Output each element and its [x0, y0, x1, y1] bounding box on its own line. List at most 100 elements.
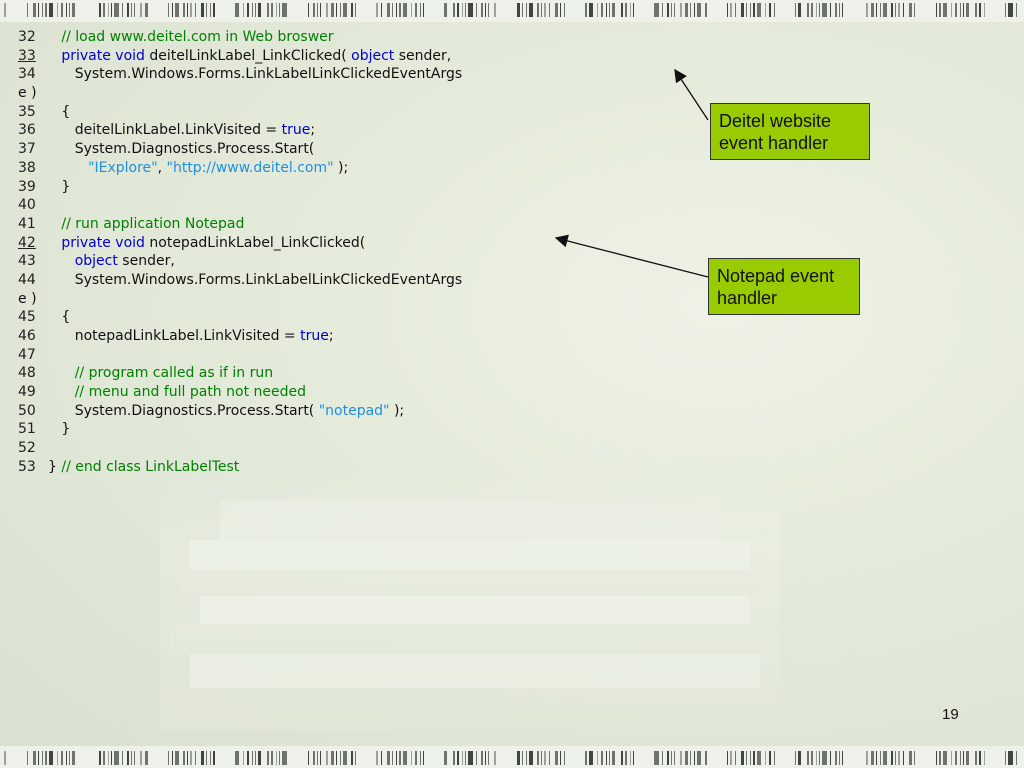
line-number: 50	[18, 402, 36, 419]
code-token: }	[48, 178, 71, 195]
code-text: // run application Notepad	[48, 215, 244, 234]
code-line: 34 System.Windows.Forms.LinkLabelLinkCli…	[18, 65, 658, 84]
code-keyword: private void	[61, 47, 145, 64]
line-number: 42	[18, 234, 36, 251]
code-line: 45 {	[18, 308, 658, 327]
code-line: 51 }	[18, 420, 658, 439]
code-token: ,	[157, 159, 167, 176]
code-text: }	[48, 178, 70, 197]
code-line: e )	[18, 290, 658, 309]
code-token: notepadLinkLabel_LinkClicked(	[144, 234, 366, 251]
code-line: 38 "IExplore", "http://www.deitel.com" )…	[18, 159, 658, 178]
line-number: 51	[18, 421, 36, 438]
code-token: }	[48, 458, 62, 475]
code-text: System.Windows.Forms.LinkLabelLinkClicke…	[48, 271, 462, 290]
code-keyword: true	[300, 328, 329, 344]
code-line: 33 private void deitelLinkLabel_LinkClic…	[18, 47, 658, 66]
code-token	[48, 384, 75, 400]
line-number: 37	[18, 141, 36, 158]
code-line: 39 }	[18, 178, 658, 197]
callout-notepad-line-2: handler	[717, 288, 778, 308]
line-number: 49	[18, 384, 36, 401]
code-line: 46 notepadLinkLabel.LinkVisited = true;	[18, 327, 658, 346]
code-token	[48, 253, 75, 269]
bottom-decorative-strip	[0, 746, 1024, 768]
code-token	[48, 160, 88, 176]
code-token	[48, 29, 61, 45]
code-keyword: private void	[61, 234, 145, 251]
code-line: 48 // program called as if in run	[18, 364, 658, 383]
code-text: "IExplore", "http://www.deitel.com" );	[48, 159, 348, 178]
code-line: 41 // run application Notepad	[18, 215, 658, 234]
code-line: 35 {	[18, 103, 658, 122]
code-text: notepadLinkLabel.LinkVisited = true;	[48, 327, 334, 346]
callout-notepad-line-1: Notepad event	[717, 266, 835, 286]
line-number: 44	[18, 271, 36, 288]
code-comment: // run application Notepad	[61, 215, 245, 232]
code-token: notepadLinkLabel.LinkVisited =	[48, 328, 301, 344]
line-number: 41	[18, 215, 36, 232]
line-number: 32	[18, 29, 36, 45]
code-text: object sender,	[48, 252, 175, 271]
code-token: }	[48, 421, 71, 438]
line-number: 43	[18, 253, 36, 270]
code-token: deitelLinkLabel_LinkClicked(	[144, 47, 352, 64]
callout-deitel-website-event-handler: Deitel website event handler	[710, 103, 870, 160]
code-token	[48, 365, 75, 381]
code-token	[48, 235, 61, 251]
code-text: // load www.deitel.com in Web broswer	[48, 28, 334, 47]
code-line: 44 System.Windows.Forms.LinkLabelLinkCli…	[18, 271, 658, 290]
callout-notepad-event-handler: Notepad event handler	[708, 258, 860, 315]
code-token: {	[48, 103, 71, 120]
code-token	[48, 216, 61, 232]
code-comment: // load www.deitel.com in Web broswer	[61, 29, 334, 45]
code-text: {	[48, 308, 70, 327]
line-number: 35	[18, 103, 36, 120]
code-line: e )	[18, 84, 658, 103]
code-token: System.Windows.Forms.LinkLabelLinkClicke…	[48, 271, 463, 288]
code-token: sender,	[394, 47, 452, 64]
code-comment: // menu and full path not needed	[74, 384, 306, 401]
callout-deitel-line-1: Deitel website	[719, 111, 832, 131]
code-string: "IExplore"	[88, 159, 158, 176]
code-wrapped-text: e )	[18, 290, 37, 307]
line-number: 47	[18, 346, 36, 363]
code-token: );	[333, 159, 349, 176]
code-text: private void deitelLinkLabel_LinkClicked…	[48, 47, 451, 66]
code-text: // program called as if in run	[48, 364, 273, 383]
code-token: );	[389, 402, 405, 419]
line-number: 39	[18, 178, 36, 195]
line-number: 48	[18, 365, 36, 382]
line-number: 36	[18, 122, 36, 139]
code-line: 47	[18, 346, 658, 365]
code-comment: // end class LinkLabelTest	[61, 458, 240, 475]
code-line: 52	[18, 439, 658, 458]
code-listing: 32 // load www.deitel.com in Web broswer…	[18, 28, 658, 477]
code-line: 36 deitelLinkLabel.LinkVisited = true;	[18, 121, 658, 140]
line-number: 45	[18, 309, 36, 326]
code-line: 42 private void notepadLinkLabel_LinkCli…	[18, 234, 658, 253]
line-number: 53	[18, 458, 36, 475]
code-keyword: object	[351, 47, 395, 64]
callout-deitel-line-2: event handler	[719, 133, 829, 153]
line-number: 46	[18, 328, 36, 344]
code-token: ;	[310, 122, 316, 139]
code-line: 50 System.Diagnostics.Process.Start( "no…	[18, 402, 658, 421]
code-line: 32 // load www.deitel.com in Web broswer	[18, 28, 658, 47]
code-token: {	[48, 309, 71, 326]
code-text: deitelLinkLabel.LinkVisited = true;	[48, 121, 315, 140]
code-text: System.Diagnostics.Process.Start( "notep…	[48, 402, 404, 421]
slide-number: 19	[942, 706, 959, 723]
line-number: 52	[18, 440, 36, 457]
code-comment: // program called as if in run	[74, 365, 274, 382]
code-text: System.Diagnostics.Process.Start(	[48, 140, 315, 159]
code-text: // menu and full path not needed	[48, 383, 306, 402]
line-number: 40	[18, 197, 36, 214]
line-number: 38	[18, 159, 36, 176]
arrow-to-deitel-handler	[674, 68, 709, 121]
line-number: 33	[18, 47, 36, 64]
code-string: "notepad"	[318, 402, 390, 419]
code-wrapped-text: e )	[18, 85, 37, 102]
code-text: } // end class LinkLabelTest	[48, 458, 239, 477]
code-text: private void notepadLinkLabel_LinkClicke…	[48, 234, 365, 253]
